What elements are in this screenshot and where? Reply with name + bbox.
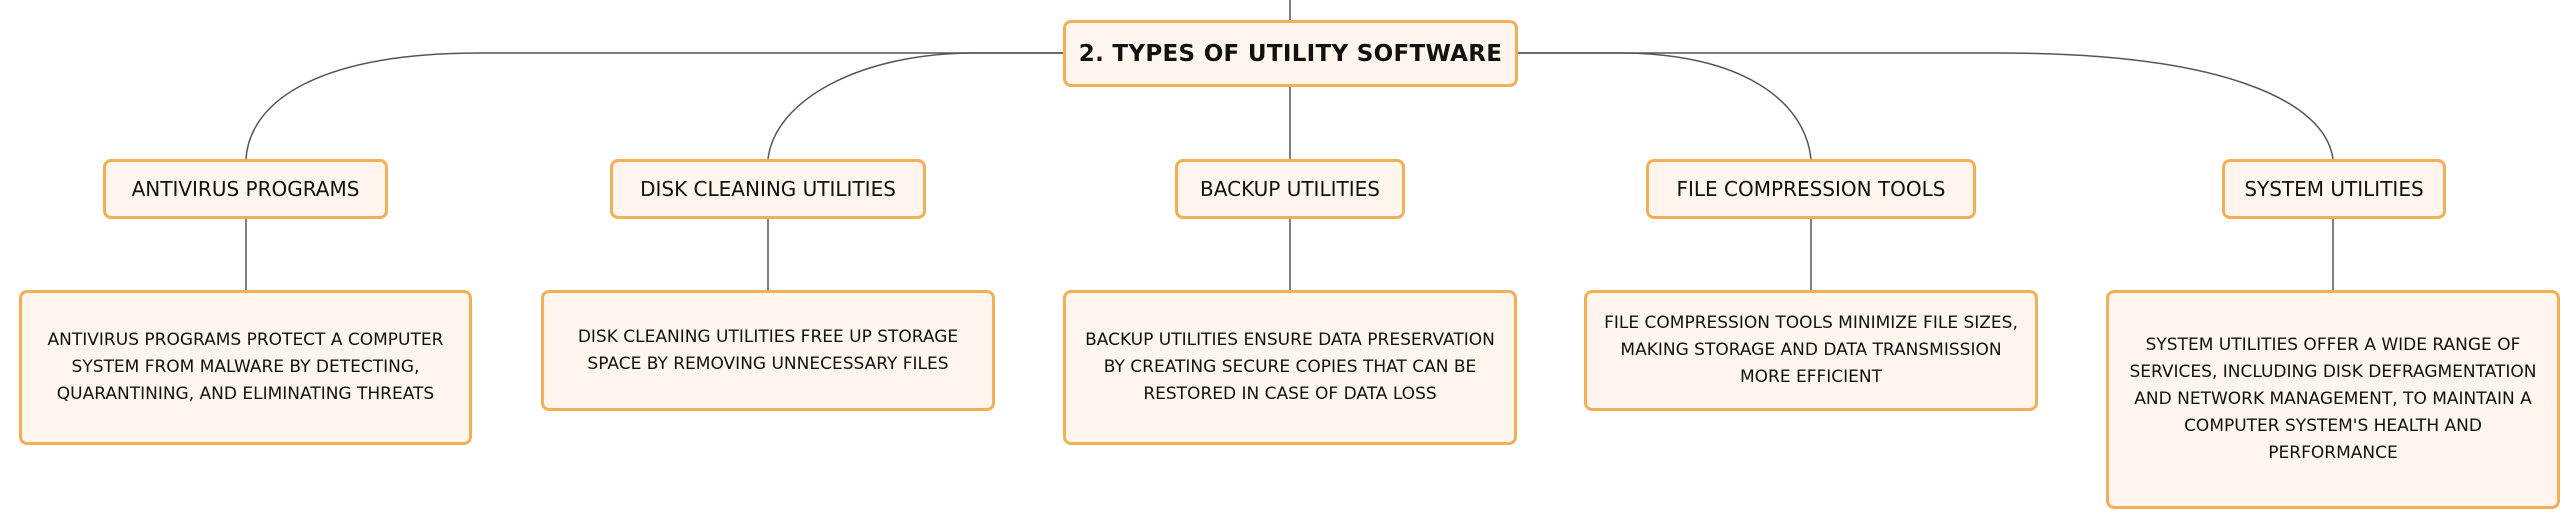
description-text: SYSTEM UTILITIES OFFER A WIDE RANGE OF S… (2129, 335, 2537, 463)
connector-root-antivirus (245, 52, 1063, 160)
category-node-backup[interactable]: BACKUP UTILITIES (1175, 159, 1405, 219)
category-node-antivirus[interactable]: ANTIVIRUS PROGRAMS (103, 159, 388, 219)
root-node[interactable]: 2. TYPES OF UTILITY SOFTWARE (1063, 20, 1518, 87)
description-node-file-compression[interactable]: FILE COMPRESSION TOOLS MINIMIZE FILE SIZ… (1584, 290, 2038, 411)
description-node-backup[interactable]: BACKUP UTILITIES ENSURE DATA PRESERVATIO… (1063, 290, 1517, 445)
category-label: DISK CLEANING UTILITIES (640, 177, 896, 201)
connector-root-disk-cleaning (767, 52, 1063, 160)
description-node-system[interactable]: SYSTEM UTILITIES OFFER A WIDE RANGE OF S… (2106, 290, 2560, 509)
category-node-disk-cleaning[interactable]: DISK CLEANING UTILITIES (610, 159, 926, 219)
category-label: SYSTEM UTILITIES (2244, 177, 2424, 201)
category-label: BACKUP UTILITIES (1200, 177, 1380, 201)
description-text: ANTIVIRUS PROGRAMS PROTECT A COMPUTER SY… (47, 330, 444, 404)
connector-root-system (1517, 52, 2334, 160)
description-text: BACKUP UTILITIES ENSURE DATA PRESERVATIO… (1085, 330, 1495, 404)
root-label: 2. TYPES OF UTILITY SOFTWARE (1078, 40, 1503, 67)
category-node-system[interactable]: SYSTEM UTILITIES (2222, 159, 2446, 219)
description-node-disk-cleaning[interactable]: DISK CLEANING UTILITIES FREE UP STORAGE … (541, 290, 995, 411)
description-text: DISK CLEANING UTILITIES FREE UP STORAGE … (577, 326, 959, 374)
connector-root-file-compression (1517, 52, 1812, 160)
category-label: FILE COMPRESSION TOOLS (1676, 177, 1946, 201)
description-node-antivirus[interactable]: ANTIVIRUS PROGRAMS PROTECT A COMPUTER SY… (19, 290, 472, 445)
description-text: FILE COMPRESSION TOOLS MINIMIZE FILE SIZ… (1604, 313, 2018, 387)
category-node-file-compression[interactable]: FILE COMPRESSION TOOLS (1646, 159, 1976, 219)
category-label: ANTIVIRUS PROGRAMS (131, 177, 360, 201)
